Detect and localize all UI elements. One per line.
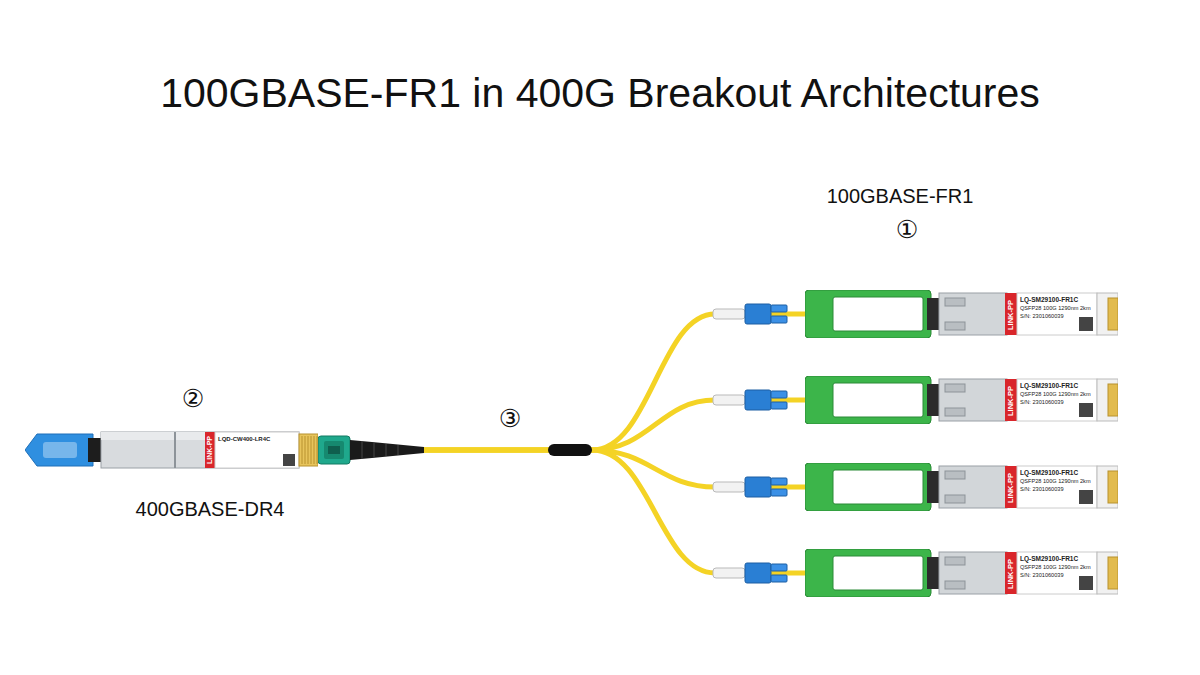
callout-number: ③: [499, 405, 521, 433]
transceiver-100g: LINK-PP LQ-SM29100-FR1C QSFP28 100G 1290nm…: [805, 463, 1118, 511]
breakout-sleeve: [548, 444, 592, 456]
sticker-text: LQ-SM29100-FR1C: [1020, 383, 1078, 390]
brand-label: LINK-PP: [1007, 300, 1015, 330]
lc-connector: [713, 304, 787, 324]
transceiver-400g: LINK-PP LQD-CW400-LR4C: [25, 428, 318, 472]
fiber-cable: [318, 450, 805, 487]
callout-number: ①: [896, 216, 918, 244]
brand-label: LINK-PP: [1007, 386, 1015, 416]
fiber-cable: [318, 450, 805, 573]
sticker-text: LQ-SM29100-FR1C: [1020, 470, 1078, 477]
sticker-text: S/N: 2301060039: [1020, 400, 1064, 406]
diagram-title: 100GBASE-FR1 in 400G Breakout Architectu…: [0, 70, 1200, 117]
mpo-connector: [318, 436, 350, 464]
brand-label: LINK-PP: [1007, 473, 1015, 503]
brand-label: LINK-PP: [206, 436, 213, 464]
module-label: 100GBASE-FR1: [827, 185, 974, 207]
sticker-text: S/N: 2301060039: [1020, 487, 1064, 493]
lc-connector: [713, 563, 787, 583]
sticker-text: S/N: 2301060039: [1020, 314, 1064, 320]
sticker-text: LQD-CW400-LR4C: [218, 436, 270, 442]
sticker-text: LQ-SM29100-FR1C: [1020, 556, 1078, 563]
cable-boot: [350, 440, 424, 460]
fiber-cable: [318, 400, 805, 450]
sticker-text: QSFP28 100G 1290nm 2km: [1020, 479, 1091, 485]
brand-label: LINK-PP: [1007, 559, 1015, 589]
fiber-cable: [318, 314, 805, 450]
sticker-text: QSFP28 100G 1290nm 2km: [1020, 392, 1091, 398]
sticker-text: QSFP28 100G 1290nm 2km: [1020, 565, 1091, 571]
sticker-text: QSFP28 100G 1290nm 2km: [1020, 306, 1091, 312]
sticker-text: S/N: 2301060039: [1020, 573, 1064, 579]
qsfp-dd-module: [25, 428, 318, 472]
transceiver-100g: LINK-PP LQ-SM29100-FR1C QSFP28 100G 1290nm…: [805, 290, 1118, 338]
sticker-text: LQ-SM29100-FR1C: [1020, 297, 1078, 304]
callout-number: ②: [182, 385, 204, 413]
transceiver-100g: LINK-PP LQ-SM29100-FR1C QSFP28 100G 1290nm…: [805, 376, 1118, 424]
module-label: 400GBASE-DR4: [136, 498, 285, 520]
lc-connector: [713, 390, 787, 410]
transceiver-100g: LINK-PP LQ-SM29100-FR1C QSFP28 100G 1290nm…: [805, 549, 1118, 597]
lc-connector: [713, 477, 787, 497]
